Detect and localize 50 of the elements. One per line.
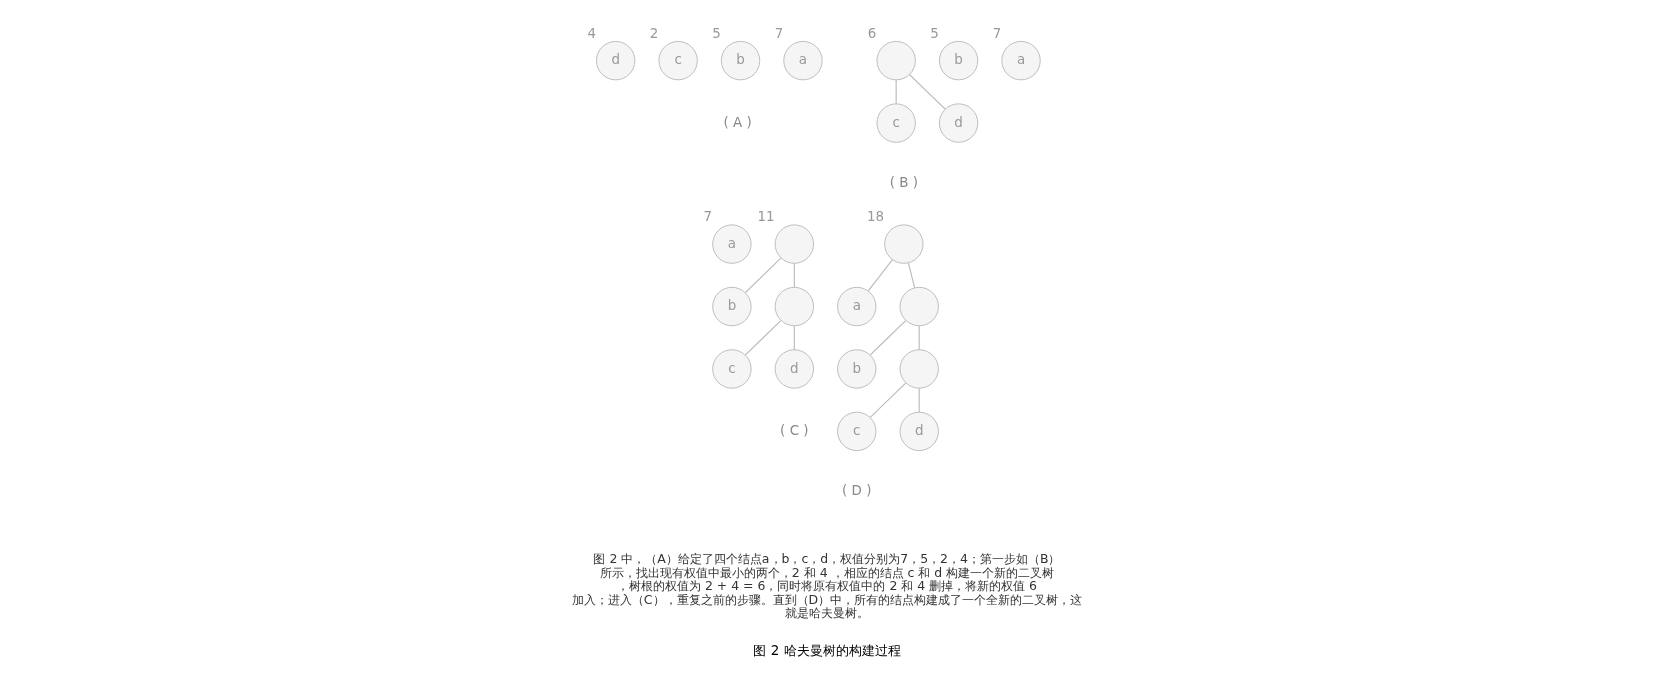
node-circle: [883, 224, 924, 264]
node-circle: [774, 286, 814, 327]
connector: [907, 262, 915, 289]
node-label: 18: [866, 209, 884, 225]
node-circle: c: [836, 411, 876, 452]
connector: [793, 325, 795, 351]
node-label: 5: [929, 25, 939, 41]
node-circle: a: [1000, 40, 1041, 81]
node-circle: a: [782, 40, 823, 81]
node-label: 5: [711, 25, 721, 41]
connector: [869, 382, 906, 418]
node-circle: d: [938, 103, 978, 143]
connector: [744, 257, 781, 294]
label: ( B ): [889, 175, 918, 191]
node-circle: a: [711, 224, 752, 264]
node-circle: b: [711, 286, 752, 327]
node-label: 11: [756, 209, 775, 225]
connector: [895, 79, 897, 105]
node-label: 4: [586, 25, 596, 41]
caption: 图 2 哈夫曼树的构建过程: [752, 643, 901, 659]
connector: [867, 259, 893, 292]
label: 图 2 中，（A）给定了四个结点a，b，c，d，权值分别为7，5，2，4；第一步如（B）所示，找出现有权值中最小的两个，2 和 4 ，相应的结点 c 和 d 构建一个新的二叉树，树根的权值为 2 + 4 = 6，同时将原有权值中的 2 和 4 删掉，将新的权值 6 加入；进入（C），重复之前的步骤。直到（D）中，所有的结点构建成了一个全新的二叉树，这就是哈夫曼树。: [571, 551, 1082, 621]
node-circle: d: [899, 411, 939, 452]
label: ( D ): [841, 483, 871, 499]
node-label: 6: [867, 25, 876, 41]
node-label: 2: [649, 25, 658, 41]
connector: [869, 320, 906, 356]
node-circle: c: [657, 40, 698, 81]
node-circle: d: [774, 349, 814, 389]
node-circle: b: [938, 40, 978, 81]
node-circle: [899, 349, 939, 389]
node-circle: d: [595, 40, 635, 81]
node-label: 7: [774, 25, 783, 41]
node-circle: c: [711, 349, 752, 389]
connector: [744, 320, 781, 356]
label: ( A ): [723, 114, 752, 130]
connector: [918, 325, 920, 351]
connector: [793, 262, 795, 288]
label: ( C ): [779, 422, 809, 438]
node-label: 7: [992, 25, 1001, 41]
node-circle: c: [875, 103, 916, 143]
node-circle: [774, 224, 814, 264]
node-circle: [899, 286, 939, 327]
connector: [908, 74, 946, 110]
node-circle: a: [836, 286, 876, 327]
node-circle: b: [836, 349, 876, 389]
connector: [918, 387, 920, 413]
node-label: 7: [703, 209, 712, 225]
node-circle: [875, 40, 916, 81]
node-circle: b: [720, 40, 760, 81]
